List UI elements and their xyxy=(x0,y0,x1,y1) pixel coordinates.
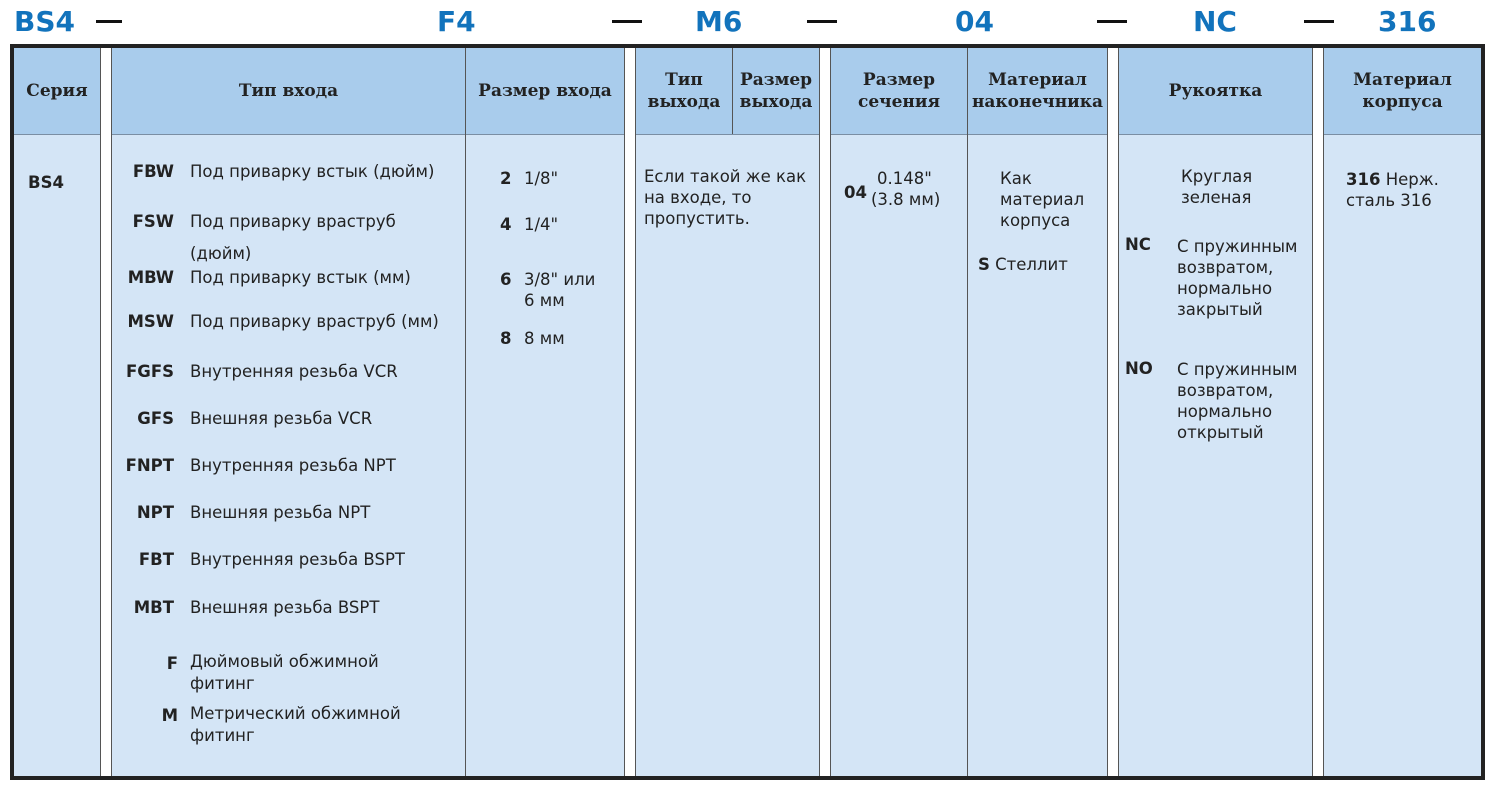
divider xyxy=(624,48,625,776)
code-inlet: F4 xyxy=(437,5,476,38)
code-material: 316 xyxy=(1378,5,1437,38)
header-handle: Рукоятка xyxy=(1119,48,1312,134)
handle-nc-code: NC xyxy=(1125,235,1151,254)
inlet-type-label: Внешняя резьба BSPT xyxy=(190,598,380,617)
body-material-316: 316 Нерж. сталь 316 xyxy=(1346,170,1439,210)
inlet-type-label: Внутренняя резьба BSPT xyxy=(190,550,405,569)
divider xyxy=(635,48,636,776)
inlet-type-code: GFS xyxy=(137,409,174,428)
inlet-type-label: Внутренняя резьба VCR xyxy=(190,362,398,381)
handle-no-code: NO xyxy=(1125,359,1153,378)
divider xyxy=(465,48,466,776)
inlet-type-code: MBW xyxy=(127,268,174,287)
divider xyxy=(830,48,831,776)
ordering-code-line: BS4 F4 M6 04 NC 316 xyxy=(0,0,1495,44)
series-code: BS4 xyxy=(28,173,64,192)
inlet-type-label: Внешняя резьба VCR xyxy=(190,409,373,428)
divider xyxy=(100,48,101,776)
inlet-type-label: Под приварку враструб (мм) xyxy=(190,312,439,331)
inlet-type-code: NPT xyxy=(136,503,174,522)
column-gap xyxy=(100,48,112,776)
inlet-type-code: FBW xyxy=(132,162,174,181)
inlet-type-label: Под приварку встык (дюйм) xyxy=(190,162,435,181)
divider xyxy=(1118,48,1119,776)
inlet-type-label: Под приварку встык (мм) xyxy=(190,268,411,287)
divider xyxy=(1107,48,1108,776)
inlet-type-code: FNPT xyxy=(125,456,174,475)
inlet-size-label: 1/4" xyxy=(524,215,559,234)
inlet-type-label: Внешняя резьба NPT xyxy=(190,503,371,522)
inlet-type-code: FGFS xyxy=(126,362,174,381)
orifice-value: 0.148"(3.8 мм) xyxy=(871,169,941,209)
code-separator xyxy=(1304,20,1334,23)
column-gap xyxy=(624,48,636,776)
divider xyxy=(819,48,820,776)
inlet-type-code: F xyxy=(166,654,178,673)
column-series: Серия BS4 xyxy=(14,48,100,776)
code-separator xyxy=(1097,20,1127,23)
code-series: BS4 xyxy=(14,5,75,38)
inlet-type-code: M xyxy=(161,706,178,725)
code-separator xyxy=(807,20,837,23)
inlet-size-code: 2 xyxy=(500,169,512,188)
divider xyxy=(111,48,112,776)
inlet-type-code: MBT xyxy=(133,598,174,617)
orifice-code: 04 xyxy=(844,183,867,202)
tip-stellite: S Стеллит xyxy=(978,255,1068,274)
ordering-table: Серия BS4 Тип входа FBW Под приварку всты… xyxy=(10,44,1485,780)
inlet-size-label: 1/8" xyxy=(524,169,559,188)
code-orifice: 04 xyxy=(955,5,994,38)
column-gap xyxy=(1312,48,1324,776)
divider xyxy=(1323,48,1324,776)
code-handle: NC xyxy=(1193,5,1237,38)
code-outlet: M6 xyxy=(695,5,743,38)
column-inlet-type: Тип входа FBW Под приварку встык (дюйм) FS… xyxy=(112,48,465,776)
column-gap xyxy=(819,48,831,776)
inlet-size-code: 6 xyxy=(500,270,512,289)
inlet-type-code: MSW xyxy=(127,312,174,331)
divider xyxy=(967,48,968,776)
code-separator xyxy=(612,20,642,23)
tip-default: Как материал корпуса xyxy=(1000,169,1085,230)
inlet-size-code: 4 xyxy=(500,215,512,234)
inlet-type-code: FSW xyxy=(132,212,174,231)
header-inlet-type: Тип входа xyxy=(112,48,465,134)
header-inlet-size: Размер входа xyxy=(466,48,624,134)
inlet-type-code: FBT xyxy=(138,550,174,569)
header-series: Серия xyxy=(14,48,100,134)
inlet-type-label: Под приварку враструб(дюйм) xyxy=(190,212,396,263)
divider xyxy=(1312,48,1313,776)
column-gap xyxy=(1107,48,1119,776)
inlet-size-code: 8 xyxy=(500,329,512,348)
inlet-size-label: 8 мм xyxy=(524,329,565,348)
inlet-type-label: Внутренняя резьба NPT xyxy=(190,456,396,475)
code-separator xyxy=(96,20,122,23)
